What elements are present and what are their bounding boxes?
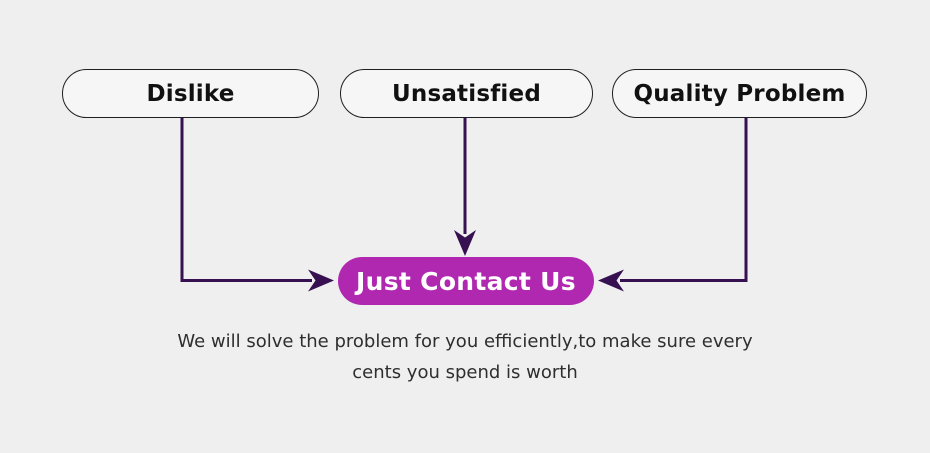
reason-label: Unsatisfied [392,80,541,107]
just-contact-us-label: Just Contact Us [356,266,576,296]
arrow-dislike-to-contact [180,118,334,292]
caption: We will solve the problem for you effici… [0,326,930,388]
caption-line-2: cents you spend is worth [352,362,578,383]
reason-pill-dislike: Dislike [62,69,319,118]
arrow-quality-to-contact [598,118,748,292]
reason-pill-quality-problem: Quality Problem [612,69,867,118]
reason-label: Quality Problem [633,80,846,107]
reason-label: Dislike [146,80,235,107]
just-contact-us-button[interactable]: Just Contact Us [338,257,594,305]
caption-line-1: We will solve the problem for you effici… [177,331,753,352]
arrow-unsatisfied-to-contact [454,118,476,256]
reason-pill-unsatisfied: Unsatisfied [340,69,593,118]
